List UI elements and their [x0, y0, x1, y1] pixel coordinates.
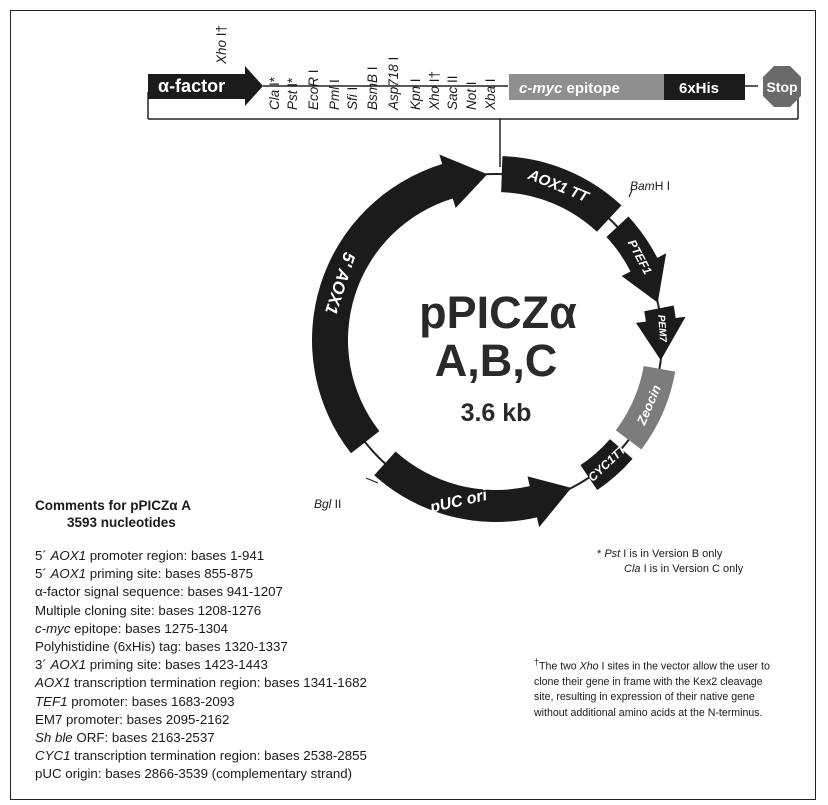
pem7-label: PEM7	[655, 314, 668, 342]
feature-line: EM7 promoter: bases 2095-2162	[35, 711, 230, 727]
pem7-arrow	[635, 305, 686, 361]
site-xba: Xba I	[483, 78, 498, 111]
alpha-factor-label: α-factor	[158, 76, 225, 96]
alpha-factor-arrow	[148, 66, 263, 106]
ptef1-arrow	[606, 216, 667, 303]
feature-line: pUC origin: bases 2866-3539 (complementa…	[35, 766, 353, 782]
svg-text:Pst I*: Pst I*	[285, 77, 300, 110]
puc-ori-arrow	[374, 451, 572, 528]
site-kpn: Kpn I	[408, 78, 423, 110]
svg-text:Pml I: Pml I	[327, 79, 342, 110]
plasmid-size: 3.6 kb	[461, 399, 532, 427]
site-xho: Xho I†	[427, 71, 442, 111]
his-tag-label: 6xHis	[679, 80, 719, 97]
feature-line: 5´ AOX1 promoter region: bases 1-941	[35, 548, 265, 563]
bgl2-tick	[365, 477, 379, 484]
comments-title: Comments for pPICZα A	[35, 498, 192, 513]
site-not: Not I	[464, 81, 479, 110]
svg-text:Not I: Not I	[464, 81, 479, 110]
his-tag-box	[664, 74, 745, 100]
feature-line: Sh ble ORF: bases 2163-2537	[35, 730, 215, 746]
svg-text:EcoR I: EcoR I	[306, 69, 321, 110]
figure-frame	[10, 10, 816, 800]
svg-text:Sac II: Sac II	[445, 75, 460, 110]
feature-line: α-factor signal sequence: bases 941-1207	[35, 584, 283, 600]
svg-text:Asp718 I: Asp718 I	[386, 57, 401, 111]
plasmid-versions: A,B,C	[435, 335, 558, 386]
svg-text:Kpn I: Kpn I	[408, 78, 423, 110]
svg-text:Xho I†: Xho I†	[427, 71, 442, 111]
cmyc-epitope-label: c-myc epitope	[519, 80, 620, 97]
feature-line: CYC1 transcription termination region: b…	[35, 748, 367, 764]
stop-octagon	[763, 66, 801, 107]
site-pml: Pml I	[327, 79, 342, 110]
aox1-promoter-arrow	[311, 154, 488, 454]
feature-line: TEF1 promoter: bases 1683-2093	[35, 693, 235, 709]
stop-label: Stop	[766, 79, 797, 95]
cmyc-epitope-box	[509, 74, 664, 100]
feature-line: Polyhistidine (6xHis) tag: bases 1320-13…	[35, 639, 288, 655]
version-note: * Pst I is in Version B only Cla I is in…	[597, 547, 743, 577]
comments-subtitle: 3593 nucleotides	[67, 515, 176, 530]
cyc1tt-segment	[580, 439, 633, 491]
pst-note: * Pst I is in Version B only	[597, 548, 723, 560]
svg-text:BsmB I: BsmB I	[365, 66, 380, 110]
feature-line: c-myc epitope: bases 1275-1304	[35, 620, 228, 636]
site-sfi: Sfi I	[345, 87, 360, 110]
site-bsmb: BsmB I	[365, 66, 380, 110]
bamh1-label: BamH I	[630, 179, 670, 193]
plasmid-name: pPICZα	[419, 287, 577, 338]
svg-text:Cla I*: Cla I*	[267, 76, 282, 110]
site-ecor: EcoR I	[306, 69, 321, 110]
svg-text:Xho I†: Xho I†	[214, 25, 229, 65]
svg-text:Xba I: Xba I	[483, 78, 498, 111]
svg-text:Sfi I: Sfi I	[345, 87, 360, 110]
xho-note: †The two Xho I sites in the vector allow…	[534, 657, 770, 719]
site-xho-top: Xho I†	[214, 25, 229, 65]
site-pst: Pst I*	[285, 77, 300, 110]
site-sac: Sac II	[445, 75, 460, 110]
feature-line: 3´ AOX1 priming site: bases 1423-1443	[35, 657, 268, 673]
aox1-tt-segment	[501, 156, 622, 232]
feature-line: Multiple cloning site: bases 1208-1276	[35, 602, 262, 618]
feature-line: AOX1 transcription termination region: b…	[35, 675, 367, 691]
feature-line: 5´ AOX1 priming site: bases 855-875	[35, 566, 254, 582]
site-cla: Cla I*	[267, 76, 282, 110]
bgl2-label: Bgl II	[314, 497, 341, 511]
cla-note: Cla I is in Version C only	[624, 563, 744, 575]
site-asp718: Asp718 I	[386, 57, 401, 111]
feature-list: 5´ AOX1 promoter region: bases 1-941 5´ A…	[35, 547, 475, 784]
comments-panel: Comments for pPICZα A 3593 nucleotides 5…	[35, 497, 475, 784]
bamh1-tick	[628, 189, 633, 198]
zeocin-segment	[615, 366, 676, 450]
